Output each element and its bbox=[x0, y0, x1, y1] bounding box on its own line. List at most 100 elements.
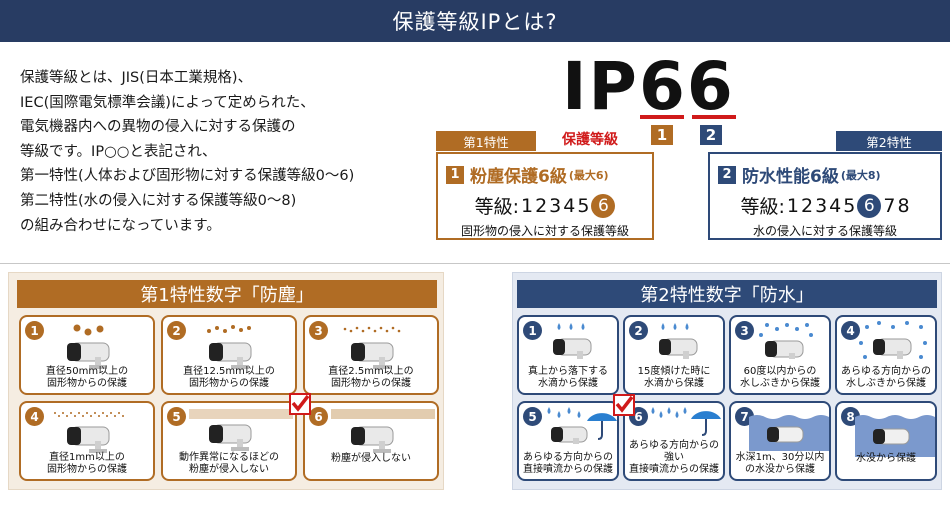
camera-icon bbox=[873, 428, 910, 445]
water-grade-box: 2 防水性能6級 (最大8) 等級: 1 2 3 4 5 6 7 8 水の侵入に… bbox=[708, 152, 942, 240]
camera-icon bbox=[551, 426, 588, 444]
dust-grade-title: 粉塵保護6級 bbox=[470, 167, 567, 187]
dust-illustration bbox=[54, 412, 124, 453]
dust-card-1: 1 直径50mm以上の 固形物からの保護 bbox=[19, 315, 155, 395]
camera-icon bbox=[767, 426, 804, 443]
water-illustration bbox=[855, 415, 935, 457]
ip-digit-1: 6 bbox=[638, 48, 687, 125]
card-text: 水深1m、30分以内 の水没から保護 bbox=[735, 452, 825, 475]
card-text: あらゆる方向からの 強い 直接噴流からの保護 bbox=[629, 440, 719, 475]
dust-grade-number: 1 bbox=[446, 165, 464, 184]
grade-value: 5 bbox=[577, 194, 590, 217]
dust-grade-scale: 等級: 1 2 3 4 5 6 bbox=[438, 192, 652, 219]
card-number: 6 bbox=[309, 407, 328, 426]
card-number: 3 bbox=[735, 321, 754, 340]
water-card-3: 3 60度以内からの 水しぶきから保護 bbox=[729, 315, 831, 395]
dust-card-2: 2 直径12.5mm以上の 固形物からの保護 bbox=[161, 315, 297, 395]
camera-icon bbox=[351, 342, 394, 369]
card-number: 5 bbox=[167, 407, 186, 426]
card-text: 直径1mm以上の 固形物からの保護 bbox=[47, 452, 127, 475]
grade-value: 8 bbox=[897, 194, 910, 217]
intro-line: 第二特性(水の侵入に対する保護等級0～8) bbox=[20, 192, 297, 209]
grade-value: 2 bbox=[800, 194, 814, 217]
card-text: あらゆる方向からの 水しぶきから保護 bbox=[841, 366, 931, 389]
camera-icon bbox=[209, 424, 252, 451]
digit1-underline bbox=[640, 115, 684, 119]
card-number: 3 bbox=[309, 321, 328, 340]
water-illustration bbox=[759, 323, 813, 359]
camera-icon bbox=[553, 338, 592, 359]
card-text: 15度傾けた時に 水滴から保護 bbox=[637, 366, 711, 389]
card-number: 4 bbox=[25, 407, 44, 426]
card-number: 2 bbox=[167, 321, 186, 340]
water-card-5: 5 あらゆる方向からの 直接噴流からの保護 bbox=[517, 401, 619, 481]
grade-label: 等級: bbox=[740, 196, 785, 218]
water-panel: 第2特性数字「防水」 1 真上から落下する 水滴から保護 2 15度傾けた時に … bbox=[512, 272, 942, 490]
card-number: 5 bbox=[523, 407, 542, 426]
water-grade-footer: 水の侵入に対する保護等級 bbox=[752, 224, 897, 238]
water-panel-title: 第2特性数字「防水」 bbox=[517, 280, 937, 308]
grade-value: 7 bbox=[883, 194, 896, 217]
digit2-underline bbox=[692, 115, 736, 119]
water-grade-heading: 2 防水性能6級 (最大8) bbox=[718, 162, 881, 187]
card-text: 真上から落下する 水滴から保護 bbox=[528, 366, 608, 389]
water-grade-number: 2 bbox=[718, 165, 736, 184]
grade-value: 2 bbox=[535, 194, 548, 217]
dust-illustration bbox=[207, 325, 252, 369]
camera-icon bbox=[765, 340, 804, 359]
card-text: 直径2.5mm以上の 固形物からの保護 bbox=[328, 366, 414, 389]
camera-icon bbox=[873, 338, 912, 359]
intro-line: 保護等級とは、JIS(日本工業規格)、 bbox=[20, 70, 253, 86]
water-grade-title: 防水性能6級 bbox=[742, 167, 839, 187]
card-number: 2 bbox=[629, 321, 648, 340]
second-characteristic-tag: 第2特性 bbox=[836, 131, 942, 151]
camera-icon bbox=[351, 426, 394, 453]
dust-card-5: 5 動作異常になるほどの 粉塵が侵入しない bbox=[161, 401, 297, 481]
dust-card-3: 3 直径2.5mm以上の 固形物からの保護 bbox=[303, 315, 439, 395]
grade-value: 4 bbox=[829, 194, 842, 217]
water-card-1: 1 真上から落下する 水滴から保護 bbox=[517, 315, 619, 395]
grade-value: 3 bbox=[549, 194, 562, 217]
grade-label: 等級: bbox=[474, 196, 519, 218]
dust-illustration bbox=[67, 324, 110, 369]
grade-value: 1 bbox=[786, 194, 799, 217]
checkmark-icon bbox=[613, 394, 635, 416]
card-number: 1 bbox=[25, 321, 44, 340]
water-card-7: 7 水深1m、30分以内 の水没から保護 bbox=[729, 401, 831, 481]
water-illustration bbox=[651, 407, 721, 436]
water-card-6: 6 あらゆる方向からの 強い 直接噴流からの保護 bbox=[623, 401, 725, 481]
grade-value: 5 bbox=[843, 194, 856, 217]
grade-value-highlight: 6 bbox=[591, 193, 616, 218]
card-text: 直径12.5mm以上の 固形物からの保護 bbox=[183, 366, 275, 389]
ip-prefix: IP bbox=[562, 48, 639, 125]
card-text: 水没から保護 bbox=[856, 453, 916, 464]
grade-value-highlight: 6 bbox=[857, 193, 882, 218]
camera-icon bbox=[67, 342, 110, 369]
dust-panel: 第1特性数字「防塵」 1 直径50mm以上の 固形物からの保護 2 直径12.5… bbox=[8, 272, 444, 490]
dust-panel-title: 第1特性数字「防塵」 bbox=[17, 280, 437, 308]
ip-code: IP66 bbox=[562, 54, 735, 120]
water-grade-max: (最大8) bbox=[840, 168, 881, 182]
card-text: あらゆる方向からの 直接噴流からの保護 bbox=[523, 452, 613, 475]
card-text: 粉塵が侵入しない bbox=[331, 453, 411, 464]
intro-line: 第一特性(人体および固形物に対する保護等級0～6) bbox=[20, 168, 355, 185]
water-card-8: 8 水没から保護 bbox=[835, 401, 937, 481]
intro-line: 等級です。IP○○と表記され、 bbox=[20, 143, 217, 160]
ip-digit-2: 6 bbox=[686, 48, 735, 125]
protection-label: 保護等級 bbox=[562, 132, 618, 148]
section-divider bbox=[0, 263, 950, 264]
card-number: 4 bbox=[841, 321, 860, 340]
card-number: 1 bbox=[523, 321, 542, 340]
water-grade-scale: 等級: 1 2 3 4 5 6 7 8 bbox=[710, 192, 940, 219]
water-illustration bbox=[859, 321, 927, 359]
intro-line: の組み合わせになっています。 bbox=[20, 217, 221, 234]
intro-line: IEC(国際電気標準会議)によって定められた、 bbox=[20, 94, 315, 111]
camera-icon bbox=[209, 342, 252, 369]
digit1-marker: 1 bbox=[651, 125, 673, 145]
intro-line: 電気機器内への異物の侵入に対する保護の bbox=[20, 119, 296, 136]
dust-illustration bbox=[331, 409, 435, 453]
water-illustration bbox=[749, 415, 829, 451]
grade-value: 3 bbox=[815, 194, 828, 217]
umbrella-icon bbox=[587, 413, 617, 440]
first-characteristic-tag: 第1特性 bbox=[436, 131, 536, 151]
